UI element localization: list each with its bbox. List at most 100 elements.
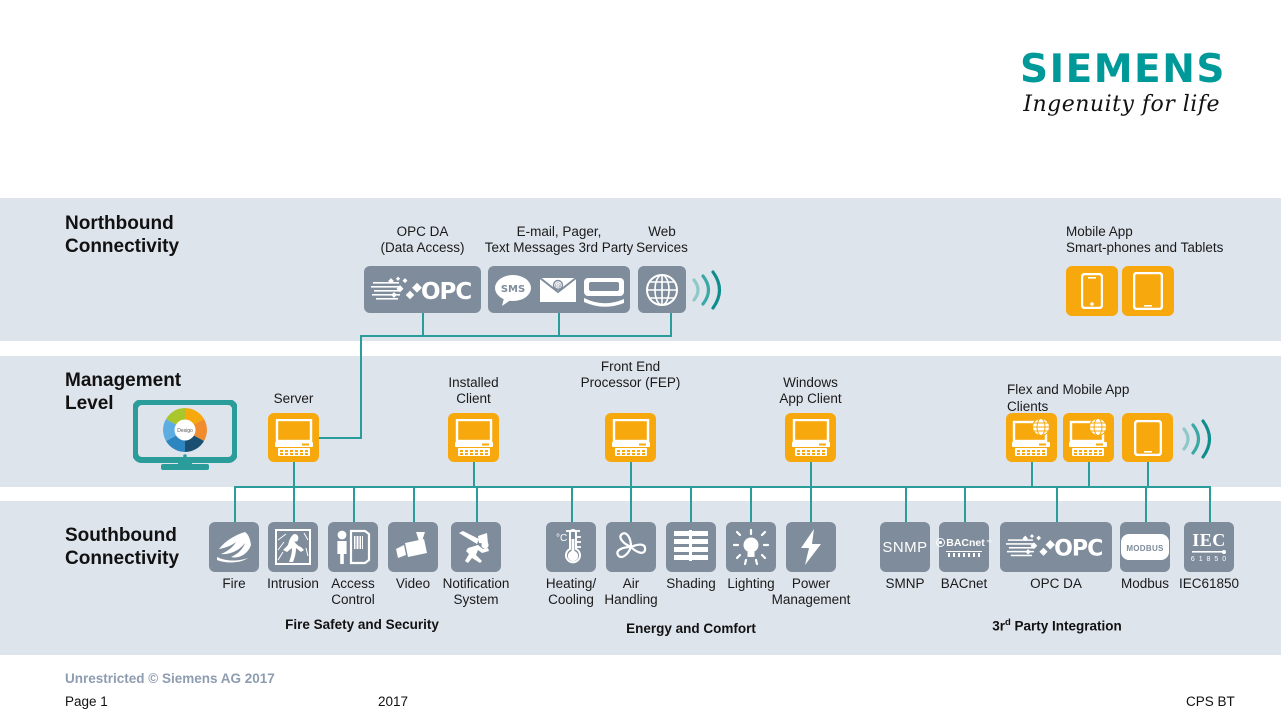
globe-icon [638,266,686,313]
node-modbus[interactable]: MODBUS Modbus [1120,522,1170,591]
pager-icon [584,277,624,307]
envelope-icon: @ [539,276,577,302]
node-access-control[interactable]: Access Control [328,522,378,607]
node-fep-label: Front End Processor (FEP) [580,359,681,390]
siemens-logo: SIEMENS Ingenuity for life [1020,48,1224,120]
svg-text:°C: °C [556,533,567,544]
node-fire-label: Fire [222,576,246,591]
wifi-signal-icon [690,270,724,315]
node-intrusion[interactable]: Intrusion [267,522,319,591]
node-shading-label: Shading [666,576,716,591]
management-title: Management Level [65,370,182,414]
node-bacnet[interactable]: BACnet ™ BACnet [936,522,992,591]
wire-power-drop [810,486,812,522]
smartphone-icon[interactable] [1066,266,1118,316]
iec-logo-icon: IEC 6 1 8 5 0 [1184,522,1234,572]
node-snmp-label: SMNP [885,576,925,591]
wire-notification-drop [476,486,478,522]
node-opc-da-south[interactable]: OPC OPC DA [1000,522,1112,591]
svg-text:OPC: OPC [1054,536,1102,562]
node-iec61850[interactable]: IEC 6 1 8 5 0 IEC61850 [1179,522,1239,591]
northbound-title: Northbound Connectivity [65,213,180,257]
intruder-window-icon [268,522,318,572]
node-windows-app-client[interactable]: Windows App Client [779,375,842,462]
wire-north-bus [360,335,672,337]
opc-logo-icon: OPC [1000,522,1112,572]
svg-text:SMS: SMS [501,284,525,295]
group-caption-fire-safety: Fire Safety and Security [285,617,439,632]
footer-unrestricted: Unrestricted © Siemens AG 2017 [65,671,275,686]
node-iec61850-label: IEC61850 [1178,576,1240,591]
fan-blades-icon [606,522,656,572]
tablet-icon[interactable] [1122,413,1173,462]
snmp-logo-text: SNMP [882,538,928,556]
node-opc-da-label: OPC DA (Data Access) [380,224,465,255]
node-messaging-label: E-mail, Pager, Text Messages 3rd Party [484,224,634,255]
node-heating-cooling[interactable]: °C Heating/ Cooling [546,522,596,607]
svg-text:@: @ [555,282,562,290]
node-video[interactable]: Video [388,522,438,591]
node-heating-cooling-label: Heating/ Cooling [545,576,597,607]
person-door-icon [328,522,378,572]
node-bacnet-label: BACnet [940,576,988,591]
flame-icon [209,522,259,572]
footer-year: 2017 [378,694,409,709]
bacnet-mark-icon [936,538,946,547]
svg-text:OPC: OPC [421,279,471,305]
node-fire[interactable]: Fire [209,522,259,591]
bacnet-underline-icon [946,550,982,557]
node-shading[interactable]: Shading [666,522,716,591]
wire-server-drop [293,462,295,487]
workstation-globe-icon[interactable] [1006,413,1057,462]
node-notification-system-label: Notification System [442,576,510,607]
wire-modbus-drop [1145,486,1147,522]
wire-snmp-drop [905,486,907,522]
workstation-icon [605,413,656,462]
running-person-horn-icon [451,522,501,572]
node-server[interactable]: Server [268,391,319,462]
footer-page: Page 1 [65,694,108,709]
node-lighting[interactable]: Lighting [726,522,776,591]
node-power-management-label: Power Management [771,576,851,607]
sms-bubble-icon: SMS [495,274,531,306]
iec-logo-text: IEC [1192,530,1226,550]
node-air-handling-label: Air Handling [604,576,658,607]
wire-heating-drop [571,486,573,522]
node-web-services[interactable]: Web Services [636,224,688,313]
node-opc-da[interactable]: OPC DA (Data Access) [364,224,481,313]
wire-server-join [316,437,362,439]
node-lighting-label: Lighting [727,576,775,591]
thermometer-icon: °C [546,522,596,572]
wire-video-drop [413,486,415,522]
node-air-handling[interactable]: Air Handling [604,522,658,607]
opc-logo-icon: OPC [364,266,481,313]
wire-windows-client-drop [810,462,812,487]
modbus-logo-icon: MODBUS [1120,522,1170,572]
group-caption-third-party: 3rd Party Integration [992,617,1122,634]
node-power-management[interactable]: Power Management [772,522,850,607]
wire-flex1-drop [1031,462,1033,487]
node-snmp[interactable]: SNMP SMNP [880,522,930,591]
node-fep[interactable]: Front End Processor (FEP) [581,359,680,462]
sms-envelope-pager-icon: SMS @ [488,266,630,313]
node-access-control-label: Access Control [331,576,375,607]
blinds-icon [666,522,716,572]
wire-iec-drop [1209,486,1211,522]
node-server-label: Server [273,391,314,406]
wire-installed-client-drop [473,462,475,487]
workstation-globe-icon[interactable] [1063,413,1114,462]
wire-web-down [670,312,672,336]
node-messaging[interactable]: E-mail, Pager, Text Messages 3rd Party S… [485,224,633,313]
node-modbus-label: Modbus [1120,576,1170,591]
wire-opc-down [422,312,424,336]
workstation-icon [448,413,499,462]
mobile-app-label: Mobile App Smart-phones and Tablets [1066,224,1224,255]
tablet-icon[interactable] [1122,266,1174,316]
node-intrusion-label: Intrusion [267,576,319,591]
lightning-bolt-icon [786,522,836,572]
wire-fep-drop [630,462,632,487]
iec-number-text: 6 1 8 5 0 [1190,556,1228,563]
wire-south-bus [234,486,1210,488]
node-installed-client[interactable]: Installed Client [448,375,499,462]
node-notification-system[interactable]: Notification System [443,522,509,607]
